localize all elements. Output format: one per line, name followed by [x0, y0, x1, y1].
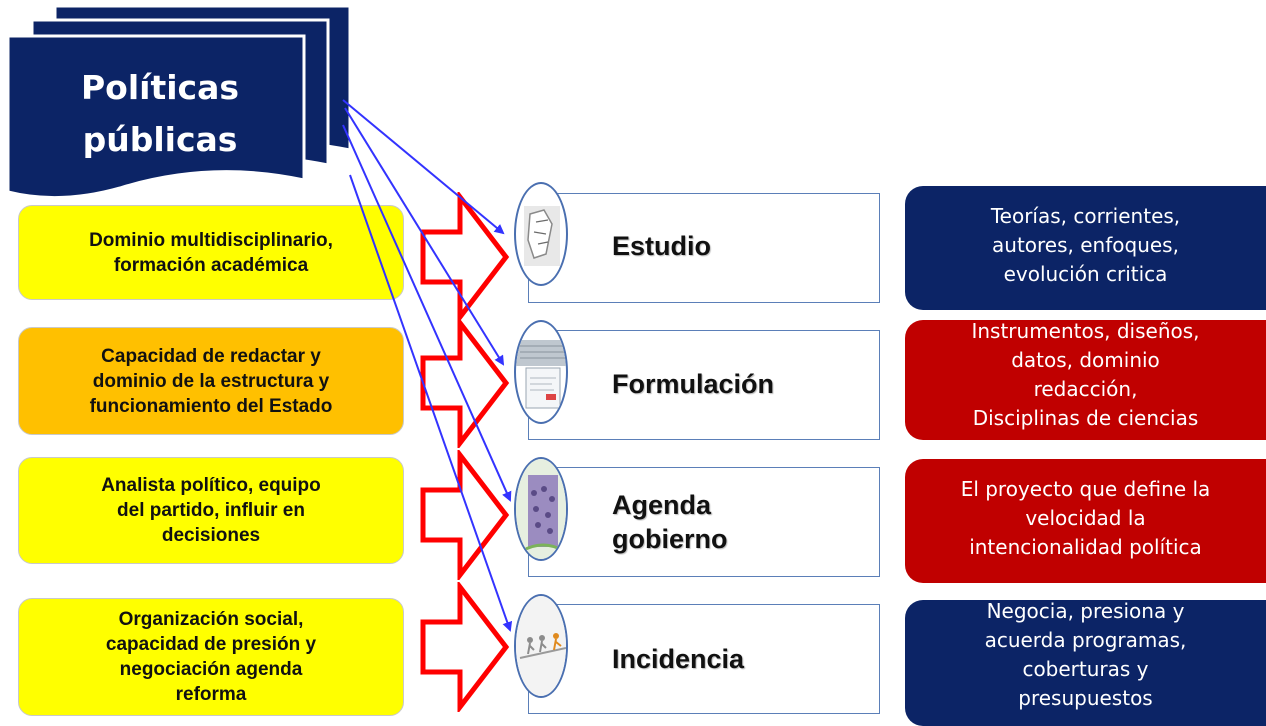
stage-frame-agenda	[528, 467, 880, 577]
detail-text-line: autores, enfoques,	[992, 233, 1179, 257]
detail-text-line: presupuestos	[1018, 686, 1153, 710]
stage-label-agenda: Agenda gobierno	[612, 488, 728, 556]
requirement-box-incidencia: Organización social, capacidad de presió…	[18, 598, 404, 716]
stage-label-line: Incidencia	[612, 644, 745, 674]
stage-frame-estudio	[528, 193, 880, 303]
stage-label-formulacion: Formulación	[612, 367, 774, 401]
runners-race-icon	[514, 594, 568, 698]
detail-text-line: Negocia, presiona y	[986, 600, 1185, 623]
requirement-text-line: dominio de la estructura y	[92, 370, 330, 392]
stage-label-line: Agenda	[612, 490, 712, 520]
stage-label-line: gobierno	[612, 524, 728, 554]
detail-text-line: El proyecto que define la	[960, 477, 1211, 501]
detail-text-line: velocidad la	[1025, 506, 1146, 530]
sketch-figure-icon	[514, 182, 568, 286]
detail-text-line: Instrumentos, diseños,	[971, 320, 1200, 343]
detail-box-estudio: Teorías, corrientes, autores, enfoques, …	[905, 186, 1266, 310]
red-arrow-icon	[420, 318, 510, 448]
page-title: Políticas públicas	[40, 62, 280, 166]
stage-label-line: Formulación	[612, 369, 775, 399]
stage-label-incidencia: Incidencia	[612, 642, 744, 676]
red-arrow-icon	[420, 582, 510, 712]
requirement-box-estudio: Dominio multidisciplinario, formación ac…	[18, 205, 404, 300]
detail-box-formulacion: Instrumentos, diseños, datos, dominio re…	[905, 320, 1266, 440]
title-card-stack	[6, 4, 352, 200]
detail-text-line: redacción,	[1033, 377, 1138, 401]
requirement-text-line: decisiones	[161, 525, 261, 546]
requirement-text-line: Capacidad de redactar y	[101, 345, 321, 367]
stage-frame-incidencia	[528, 604, 880, 714]
requirement-text-line: formación académica	[113, 254, 309, 276]
requirement-text-line: del partido, influir en	[117, 500, 305, 521]
detail-box-incidencia: Negocia, presiona y acuerda programas, c…	[905, 600, 1266, 726]
requirement-text-line: negociación agenda	[119, 659, 303, 680]
detail-text-line: Disciplinas de ciencias	[972, 406, 1199, 430]
stage-label-estudio: Estudio	[612, 229, 711, 263]
requirement-text-line: Organización social,	[118, 609, 304, 630]
detail-text-line: acuerda programas,	[984, 628, 1187, 652]
detail-text-line: coberturas y	[1022, 657, 1149, 681]
detail-text-line: Teorías, corrientes,	[990, 204, 1181, 228]
stage-frame-formulacion	[528, 330, 880, 440]
requirement-text-line: Dominio multidisciplinario,	[89, 229, 333, 251]
requirement-text-line: reforma	[175, 684, 247, 705]
requirement-box-formulacion: Capacidad de redactar y dominio de la es…	[18, 327, 404, 435]
detail-text-line: intencionalidad política	[969, 535, 1202, 559]
keyboard-notebook-icon	[514, 320, 568, 424]
red-arrow-icon	[420, 450, 510, 580]
people-group-icon	[514, 457, 568, 561]
detail-text-line: evolución critica	[1003, 262, 1168, 286]
detail-box-agenda: El proyecto que define la velocidad la i…	[905, 459, 1266, 583]
requirement-text-line: funcionamiento del Estado	[89, 395, 333, 417]
stage-label-line: Estudio	[612, 231, 711, 261]
title-line-2: públicas	[82, 120, 238, 159]
requirement-box-agenda: Analista político, equipo del partido, i…	[18, 457, 404, 564]
red-arrow-icon	[420, 192, 510, 322]
title-line-1: Políticas	[80, 68, 240, 107]
requirement-text-line: capacidad de presión y	[105, 634, 317, 655]
requirement-text-line: Analista político, equipo	[101, 475, 321, 496]
detail-text-line: datos, dominio	[1011, 348, 1160, 372]
